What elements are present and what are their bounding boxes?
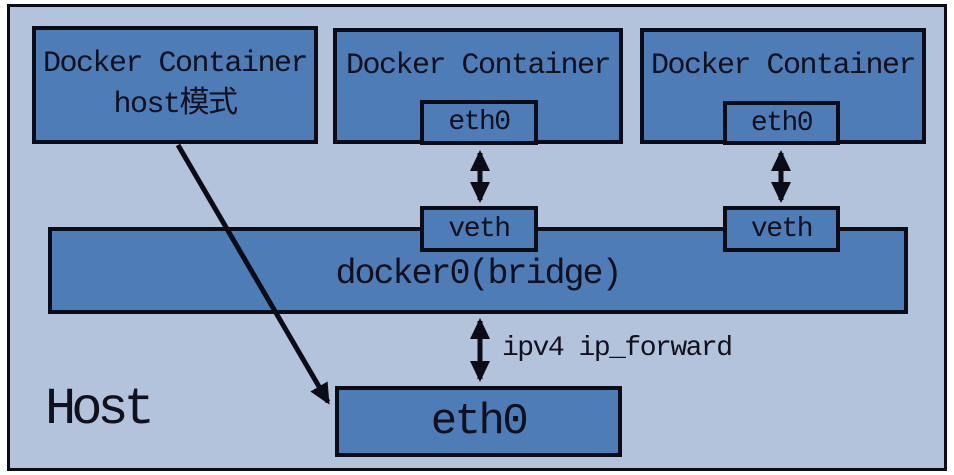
veth-box-1: veth [420, 206, 538, 252]
host-eth0-box: eth0 [335, 386, 622, 457]
container-1-eth0-box: eth0 [420, 100, 538, 145]
veth-box-2: veth [723, 206, 840, 252]
container-host-mode-title: Docker Container [42, 47, 309, 81]
veth-label-1: veth [448, 213, 511, 245]
container-host-mode: Docker Container host模式 [32, 26, 318, 144]
ipv4-forward-label: ipv4 ip_forward [502, 333, 733, 364]
host-label: Host [45, 380, 155, 439]
host-eth0-label: eth0 [430, 396, 529, 447]
container-2-eth0-label: eth0 [750, 107, 814, 139]
container-1-eth0-label: eth0 [448, 107, 511, 138]
docker0-bridge-label: docker0(bridge) [335, 253, 622, 294]
container-host-mode-subtitle: host模式 [113, 88, 238, 122]
veth-label-2: veth [750, 213, 814, 245]
container-bridge-1-title: Docker Container [345, 49, 612, 83]
container-2-eth0-box: eth0 [723, 101, 840, 145]
container-bridge-2-title: Docker Container [650, 49, 917, 83]
